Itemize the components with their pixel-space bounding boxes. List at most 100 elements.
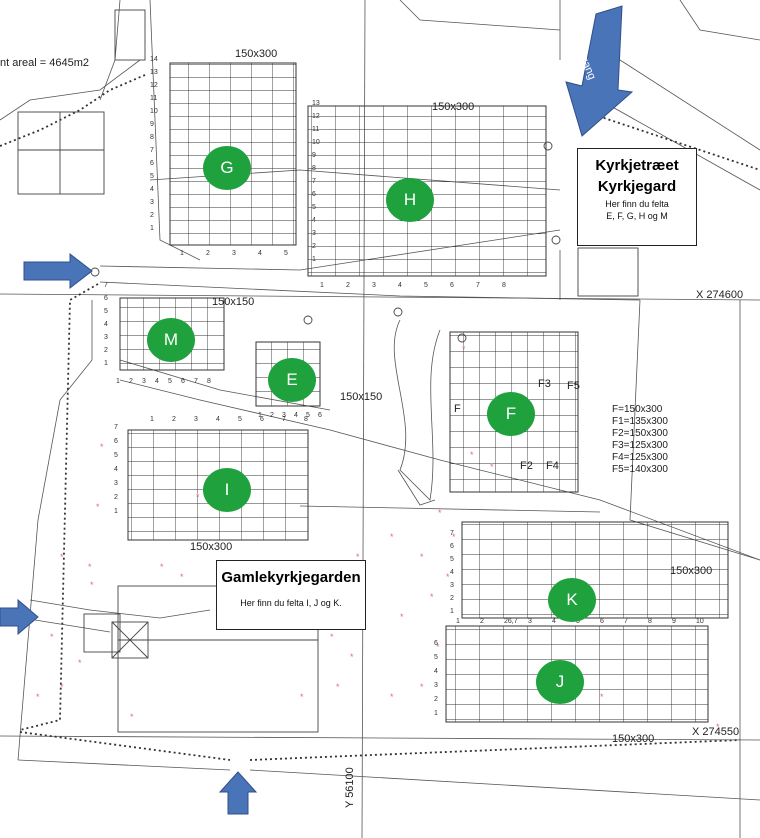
col-number: 5 (238, 416, 242, 423)
col-number: 5 (424, 282, 428, 289)
row-number: 3 (114, 480, 118, 487)
marker-f[interactable]: F (487, 392, 535, 436)
info-title-1: Kyrkjetræet (595, 157, 679, 174)
row-number: 11 (150, 95, 158, 102)
row-number: 1 (312, 256, 316, 263)
svg-text:*: * (36, 692, 40, 702)
svg-text:*: * (330, 632, 334, 642)
row-number: 1 (434, 710, 438, 717)
row-number: 5 (104, 308, 108, 315)
svg-text:*: * (130, 712, 134, 722)
f-spec: F=150x300 (612, 404, 663, 415)
size-e: 150x150 (340, 391, 383, 403)
info-sub-2: E, F, G, H og M (606, 211, 668, 221)
svg-text:*: * (430, 592, 434, 602)
col-number: 4 (294, 412, 298, 419)
row-number: 5 (114, 452, 118, 459)
row-number: 2 (114, 494, 118, 501)
col-number: 6 (318, 412, 322, 419)
svg-text:*: * (336, 682, 340, 692)
info-title-2: Kyrkjegard (597, 178, 677, 195)
col-number: 7 (282, 416, 286, 423)
col-number: 4 (216, 416, 220, 423)
f-spec: F4=125x300 (612, 452, 668, 463)
col-number: 7 (194, 378, 198, 385)
dotted-boundary (0, 74, 760, 761)
info-box-new-cemetery: Kyrkjetræet Kyrkjegard Her finn du felta… (577, 148, 697, 246)
row-number: 6 (312, 191, 316, 198)
info-box-old-cemetery: Gamlekyrkjegarden Her finn du felta I, J… (216, 560, 366, 630)
svg-text:*: * (356, 552, 360, 562)
svg-text:*: * (420, 552, 424, 562)
f-spec-list: F=150x300 F1=135x300 F2=150x300 F3=125x3… (612, 404, 668, 476)
row-number: 6 (450, 543, 454, 550)
svg-text:*: * (470, 450, 474, 460)
size-m: 150x150 (212, 296, 255, 308)
f-sub-f4: F4 (546, 460, 559, 472)
row-number: 11 (312, 126, 320, 133)
row-number: 2 (450, 595, 454, 602)
col-number: 9 (672, 618, 676, 625)
row-number: 6 (434, 640, 438, 647)
col-number: 6 (600, 618, 604, 625)
row-number: 4 (434, 668, 438, 675)
marker-g[interactable]: G (203, 146, 251, 190)
svg-text:*: * (196, 492, 200, 502)
row-number: 3 (150, 199, 154, 206)
row-number: 6 (114, 438, 118, 445)
old-grave-markers: *** *** *** *** *** *** *** *** *** *** … (36, 344, 720, 732)
row-number: 12 (312, 113, 320, 120)
col-number: 2 (129, 378, 133, 385)
svg-text:*: * (96, 502, 100, 512)
row-number: 3 (104, 334, 108, 341)
row-number: 1 (114, 508, 118, 515)
col-number: 5 (576, 618, 580, 625)
row-number: 4 (104, 321, 108, 328)
col-number: 1 (180, 250, 184, 257)
marker-h[interactable]: H (386, 178, 434, 222)
row-number: 6 (150, 160, 154, 167)
size-k: 150x300 (670, 565, 713, 577)
row-number: 8 (150, 134, 154, 141)
row-number: 13 (312, 100, 320, 107)
marker-m[interactable]: M (147, 318, 195, 362)
svg-text:*: * (400, 612, 404, 622)
svg-text:*: * (100, 442, 104, 452)
svg-text:*: * (436, 642, 440, 652)
marker-e[interactable]: E (268, 358, 316, 402)
col-number: 6 (450, 282, 454, 289)
old-sub: Her finn du felta I, J og K. (240, 598, 342, 608)
f-spec: F3=125x300 (612, 440, 668, 451)
svg-text:*: * (390, 532, 394, 542)
row-number: 8 (312, 165, 316, 172)
row-number: 14 (150, 56, 158, 63)
marker-i[interactable]: I (203, 468, 251, 512)
arrow-right-icon (23, 252, 93, 290)
row-number: 5 (450, 556, 454, 563)
row-number: 2 (434, 696, 438, 703)
arrow-right-icon-lower (0, 598, 39, 636)
col-number: 8 (648, 618, 652, 625)
col-number: 4 (398, 282, 402, 289)
marker-k[interactable]: K (548, 578, 596, 622)
col-number: 2 (270, 412, 274, 419)
size-g: 150x300 (235, 48, 278, 60)
row-number: 5 (434, 654, 438, 661)
arrow-up-icon (218, 771, 258, 815)
row-number: 9 (150, 121, 154, 128)
svg-text:*: * (438, 508, 442, 518)
row-number: 4 (114, 466, 118, 473)
row-number: 5 (150, 173, 154, 180)
col-number: 4 (258, 250, 262, 257)
col-number: 1 (456, 618, 460, 625)
size-i: 150x300 (190, 541, 233, 553)
col-number: 2 (206, 250, 210, 257)
svg-text:*: * (446, 572, 450, 582)
f-sub-f2: F2 (520, 460, 533, 472)
marker-j[interactable]: J (536, 660, 584, 704)
col-number: 8 (502, 282, 506, 289)
row-number: 10 (150, 108, 158, 115)
